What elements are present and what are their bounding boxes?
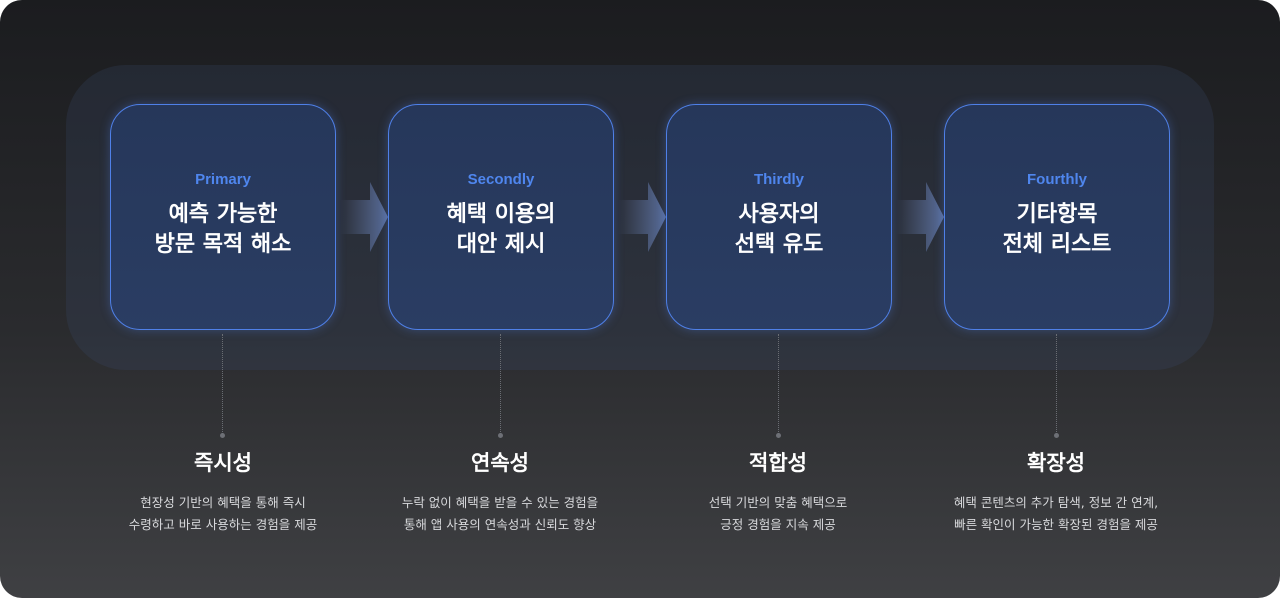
arrow-right-icon	[896, 182, 944, 252]
stage-label: Secondly	[467, 171, 535, 188]
stage-title: 기타항목 전체 리스트	[945, 200, 1169, 260]
connector-dot	[220, 433, 225, 438]
stage-title: 사용자의 선택 유도	[667, 200, 891, 260]
stage-title-line: 혜택 이용의	[446, 202, 556, 227]
feature-description-line: 통해 앱 사용의 연속성과 신뢰도 향상	[403, 517, 597, 532]
feature-description-line: 현장성 기반의 혜택을 통해 즉시	[140, 495, 306, 510]
feature-name: 확장성	[1027, 451, 1085, 475]
feature-description-line: 긍정 경험을 지속 제공	[720, 517, 836, 532]
connector-dot	[1054, 433, 1059, 438]
connector-line	[778, 334, 779, 434]
feature-description: 혜택 콘텐츠의 추가 탐색, 정보 간 연계, 빠른 확인이 가능한 확장된 경…	[916, 492, 1196, 536]
feature-description: 선택 기반의 맞춤 혜택으로 긍정 경험을 지속 제공	[638, 492, 918, 536]
feature-description-line: 선택 기반의 맞춤 혜택으로	[708, 495, 848, 510]
connector-line	[222, 334, 223, 434]
feature-immediacy: 즉시성 현장성 기반의 혜택을 통해 즉시 수령하고 바로 사용하는 경험을 제…	[83, 448, 363, 536]
stage-title-line: 방문 목적 해소	[154, 232, 292, 257]
stage-title-line: 선택 유도	[734, 232, 824, 257]
feature-description-line: 혜택 콘텐츠의 추가 탐색, 정보 간 연계,	[953, 495, 1159, 510]
connector-line	[1056, 334, 1057, 434]
feature-name: 적합성	[749, 451, 807, 475]
stage-label: Fourthly	[1027, 171, 1087, 188]
feature-description-line: 빠른 확인이 가능한 확장된 경험을 제공	[954, 517, 1158, 532]
feature-description-line: 수령하고 바로 사용하는 경험을 제공	[128, 517, 318, 532]
feature-description: 현장성 기반의 혜택을 통해 즉시 수령하고 바로 사용하는 경험을 제공	[83, 492, 363, 536]
stage-card-fourthly: Fourthly 기타항목 전체 리스트	[944, 104, 1170, 330]
stage-card-primary: Primary 예측 가능한 방문 목적 해소	[110, 104, 336, 330]
feature-description: 누락 없이 혜택을 받을 수 있는 경험을 통해 앱 사용의 연속성과 신뢰도 …	[360, 492, 640, 536]
feature-continuity: 연속성 누락 없이 혜택을 받을 수 있는 경험을 통해 앱 사용의 연속성과 …	[360, 448, 640, 536]
stage-card-secondly: Secondly 혜택 이용의 대안 제시	[388, 104, 614, 330]
feature-suitability: 적합성 선택 기반의 맞춤 혜택으로 긍정 경험을 지속 제공	[638, 448, 918, 536]
feature-scalability: 확장성 혜택 콘텐츠의 추가 탐색, 정보 간 연계, 빠른 확인이 가능한 확…	[916, 448, 1196, 536]
feature-name: 즉시성	[194, 451, 252, 475]
stage-title-line: 예측 가능한	[168, 202, 278, 227]
stage-title: 예측 가능한 방문 목적 해소	[111, 200, 335, 260]
stage-title-line: 기타항목	[1016, 202, 1098, 227]
stage-label: Primary	[195, 171, 251, 188]
stage-title: 혜택 이용의 대안 제시	[389, 200, 613, 260]
feature-description-line: 누락 없이 혜택을 받을 수 있는 경험을	[401, 495, 599, 510]
connector-dot	[776, 433, 781, 438]
stage-title-line: 대안 제시	[456, 232, 546, 257]
arrow-right-icon	[618, 182, 666, 252]
connector-dot	[498, 433, 503, 438]
stage-title-line: 사용자의	[738, 202, 820, 227]
feature-name: 연속성	[471, 451, 529, 475]
stage-title-line: 전체 리스트	[1002, 232, 1112, 257]
stage-label: Thirdly	[753, 171, 804, 188]
stage-card-thirdly: Thirdly 사용자의 선택 유도	[666, 104, 892, 330]
connector-line	[500, 334, 501, 434]
arrow-right-icon	[340, 182, 388, 252]
